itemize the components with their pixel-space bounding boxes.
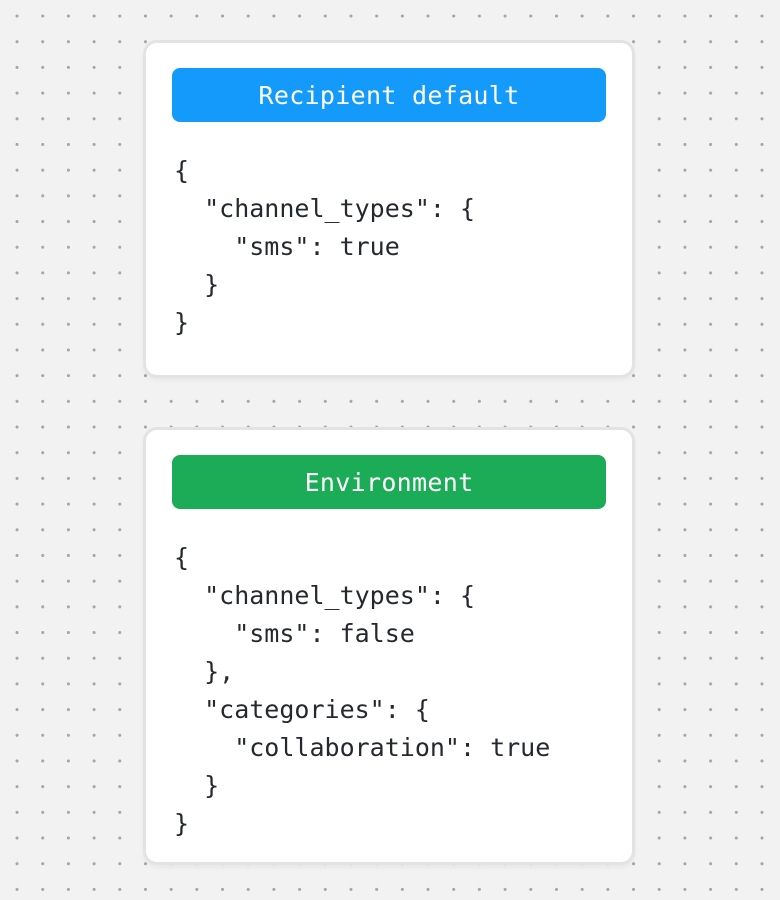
- recipient-default-json-code: { "channel_types": { "sms": true } }: [174, 156, 476, 337]
- environment-header-label: Environment: [304, 467, 474, 497]
- card-environment: Environment { "channel_types": { "sms": …: [143, 427, 635, 865]
- environment-header: Environment: [172, 455, 606, 509]
- card-recipient-default: Recipient default { "channel_types": { "…: [143, 40, 635, 378]
- recipient-default-header-label: Recipient default: [258, 80, 520, 110]
- recipient-default-header: Recipient default: [172, 68, 606, 122]
- environment-json-code: { "channel_types": { "sms": false }, "ca…: [174, 543, 551, 838]
